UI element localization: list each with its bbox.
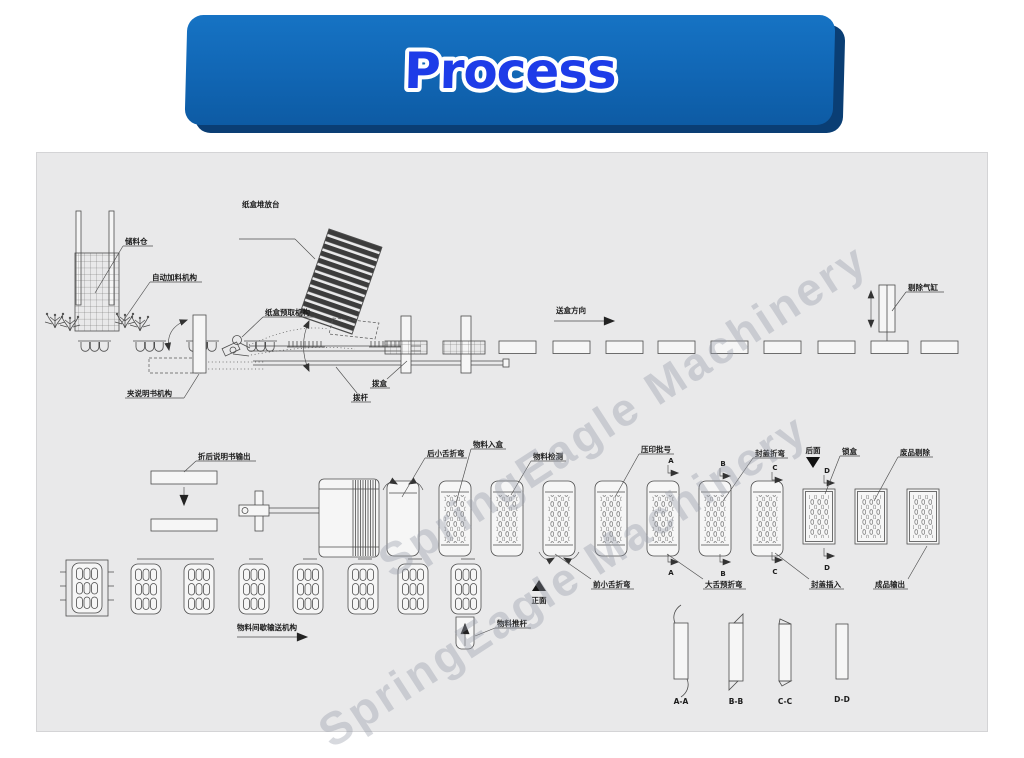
station [906, 488, 940, 545]
label-product-output: 成品输出 [875, 579, 905, 589]
label-material-pusher: 物料推杆 [497, 618, 527, 628]
marker-a-bottom: A [668, 569, 674, 577]
hopper-storage-bin [74, 210, 120, 332]
label-carton-stack-table: 纸盒堆放台 [242, 199, 280, 209]
section-label-aa: A-A [674, 697, 689, 706]
marker-b-top: B [720, 460, 725, 468]
label-feed-direction: 送盒方向 [555, 305, 586, 315]
section-label-cc: C-C [778, 697, 793, 706]
folding-machine [318, 478, 380, 558]
label-manual-clamp: 夹说明书机构 [127, 388, 172, 398]
process-diagram: A A B B C C D D [44, 199, 959, 706]
marker-a-top: A [668, 457, 674, 465]
label-cover-fold: 封盖折弯 [755, 448, 785, 458]
label-batch-imprint: 压印批号 [641, 444, 671, 454]
manual-output-conveyor [150, 470, 218, 532]
label-rear-side: 后面 [806, 445, 821, 455]
banner-title: Process [403, 42, 616, 100]
station [698, 480, 732, 557]
marker-d-bottom: D [824, 564, 830, 572]
station [594, 480, 628, 557]
station-row [382, 477, 940, 565]
tray-row [60, 558, 482, 617]
diagram-panel: SpringEagle Machinery SpringEagle Machin… [36, 152, 988, 757]
label-reject-waste: 废品剔除 [900, 447, 930, 457]
label-storage-bin: 储料仓 [125, 236, 148, 246]
station [490, 480, 524, 557]
label-front-tongue-fold: 前小舌折弯 [593, 579, 631, 589]
pusher-cross [238, 490, 319, 532]
marker-b-bottom: B [720, 570, 725, 578]
label-material-into-box: 物料入盒 [473, 439, 503, 449]
label-cover-insert: 封盖插入 [811, 579, 841, 589]
banner-title-svg: Process [399, 38, 620, 104]
section-views: A-A B-B C-C D-D [673, 604, 850, 706]
label-carton-pick: 纸盒预取机构 [265, 307, 310, 317]
label-front-side: 正面 [532, 596, 547, 605]
manual-clamp-mechanism [148, 314, 265, 374]
label-push-box: 拨盒 [372, 378, 387, 388]
front-side-arrow-icon [532, 580, 546, 591]
label-big-tongue-prefold: 大舌预折弯 [705, 579, 743, 589]
section-label-dd: D-D [834, 695, 850, 704]
marker-c-top: C [772, 464, 777, 472]
station [646, 480, 680, 557]
label-auto-feeder: 自动加料机构 [152, 272, 197, 282]
station [802, 488, 836, 545]
diagram-labels: 储料仓 自动加料机构 夹说明书机构 纸盒堆放台 纸盒预取机构 拨盒 拨杆 送盒方… [94, 199, 944, 642]
label-push-rod: 拨杆 [353, 392, 368, 402]
carton-stack [298, 228, 383, 335]
material-pusher [455, 616, 475, 650]
section-label-bb: B-B [729, 697, 744, 706]
station [386, 480, 420, 557]
reject-cylinder [867, 284, 896, 341]
carton-conveyor [384, 315, 959, 374]
rear-side-arrow-icon [806, 457, 820, 468]
process-banner: Process [184, 15, 836, 125]
label-rear-tongue-fold: 后小舌折弯 [427, 448, 465, 458]
label-lock-box: 锁盒 [842, 446, 857, 456]
station [750, 480, 784, 557]
station [438, 480, 472, 557]
label-folded-manual-output: 折后说明书输出 [198, 451, 251, 461]
marker-d-top: D [824, 467, 830, 475]
station [854, 488, 888, 545]
label-reject-cylinder: 剔除气缸 [907, 282, 938, 292]
label-material-detect: 物料检测 [533, 451, 563, 461]
station [542, 480, 576, 557]
section-markers: A A B B C C D D [667, 457, 836, 578]
label-intermittent-conveyor: 物料间歇输送机构 [237, 622, 297, 632]
marker-c-bottom: C [772, 568, 777, 576]
